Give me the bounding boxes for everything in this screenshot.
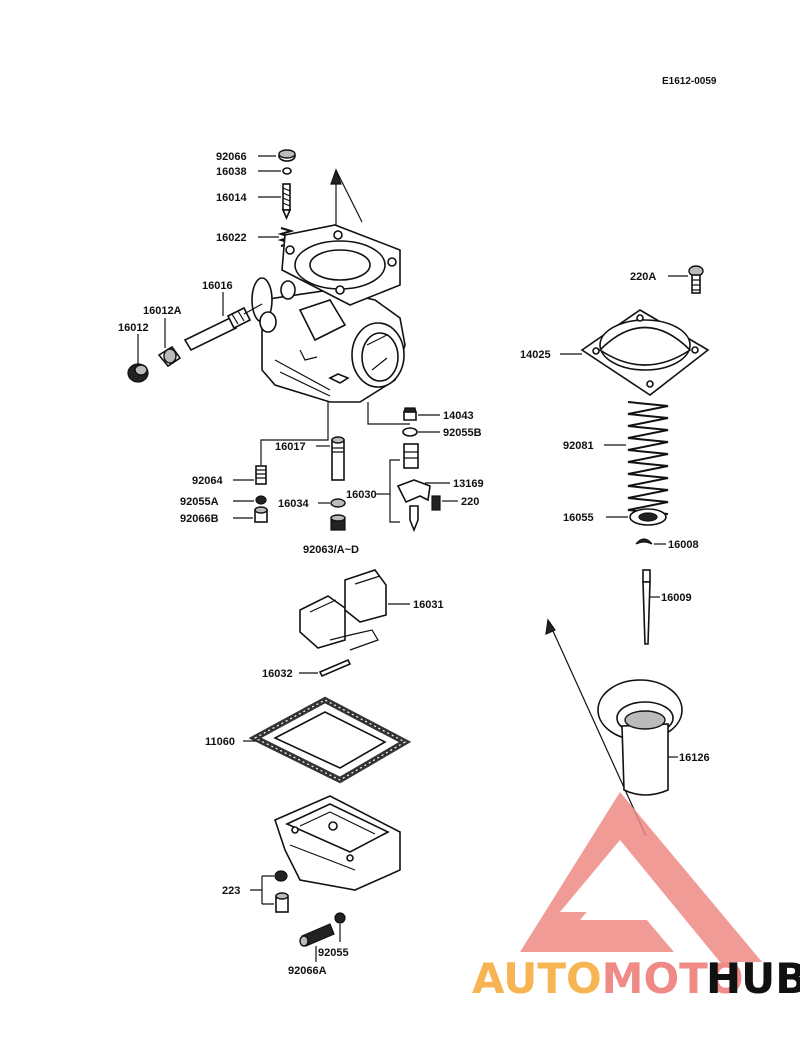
main-jet-14043: [403, 407, 417, 421]
pilot-jet-92064: [255, 465, 267, 485]
label-16008: 16008: [668, 539, 699, 551]
label-16016: 16016: [202, 280, 233, 292]
label-16126: 16126: [679, 752, 710, 764]
cap-92066: [278, 149, 296, 162]
screw-220A: [688, 265, 704, 294]
float-bowl: [274, 795, 401, 891]
label-14025: 14025: [520, 349, 551, 361]
label-92055A: 92055A: [180, 496, 219, 508]
nut-16012A: [157, 345, 182, 368]
label-92066: 92066: [216, 151, 247, 163]
label-92064: 92064: [192, 475, 223, 487]
label-16022: 16022: [216, 232, 247, 244]
label-11060: 11060: [205, 736, 235, 748]
label-92055: 92055: [318, 947, 349, 959]
label-16030: 16030: [346, 489, 377, 501]
pilot-screw-16016: [183, 303, 263, 352]
top-cover-14025: [580, 309, 710, 396]
nut-16012: [127, 363, 149, 383]
label-92063: 92063/A~D: [303, 544, 359, 556]
watermark-triangle-icon: [520, 792, 762, 962]
bolt-223: [274, 870, 289, 913]
label-16017: 16017: [275, 441, 306, 453]
carburetor-body: [251, 224, 406, 403]
label-223: 223: [222, 885, 240, 897]
label-16031: 16031: [413, 599, 444, 611]
plug-92066B: [254, 506, 268, 523]
label-16032: 16032: [262, 668, 293, 680]
label-16012A: 16012A: [143, 305, 182, 317]
jet-92063: [330, 514, 346, 531]
watermark-logo: [520, 792, 762, 962]
label-92081: 92081: [563, 440, 594, 452]
washer-92055B: [402, 427, 418, 437]
washer-92055A: [255, 495, 267, 505]
label-92055B: 92055B: [443, 427, 482, 439]
label-13169: 13169: [453, 478, 484, 490]
label-92066A: 92066A: [288, 965, 327, 977]
label-16012: 16012: [118, 322, 149, 334]
gasket-11060: [248, 696, 412, 784]
diagram-code: E1612-0059: [662, 76, 717, 87]
watermark-text-automoto: AUTOMOTO: [472, 954, 744, 1003]
jet-needle-16009: [642, 569, 651, 645]
label-16038: 16038: [216, 166, 247, 178]
label-14043: 14043: [443, 410, 474, 422]
label-16055: 16055: [563, 512, 594, 524]
diaphragm-slide-16126: [597, 679, 683, 796]
label-16009: 16009: [661, 592, 692, 604]
label-220A: 220A: [630, 271, 656, 283]
pin-16032: [318, 658, 352, 678]
label-16034: 16034: [278, 498, 309, 510]
needle-jet-16017: [331, 436, 345, 481]
screw-16014: [281, 183, 292, 220]
washer-16034: [330, 498, 346, 508]
watermark-text-hub: HUB: [706, 954, 800, 1003]
retainer-16055: [629, 508, 667, 526]
o-ring-92055: [334, 912, 346, 924]
float-16031: [299, 569, 387, 651]
clip-16008: [635, 538, 653, 545]
label-220: 220: [461, 496, 479, 508]
valve-seat-group: [396, 443, 441, 533]
label-92066B: 92066B: [180, 513, 219, 525]
label-16014: 16014: [216, 192, 247, 204]
ring-16038: [282, 167, 292, 175]
spring-92081: [627, 401, 669, 515]
drain-screw-92066A: [299, 923, 335, 947]
